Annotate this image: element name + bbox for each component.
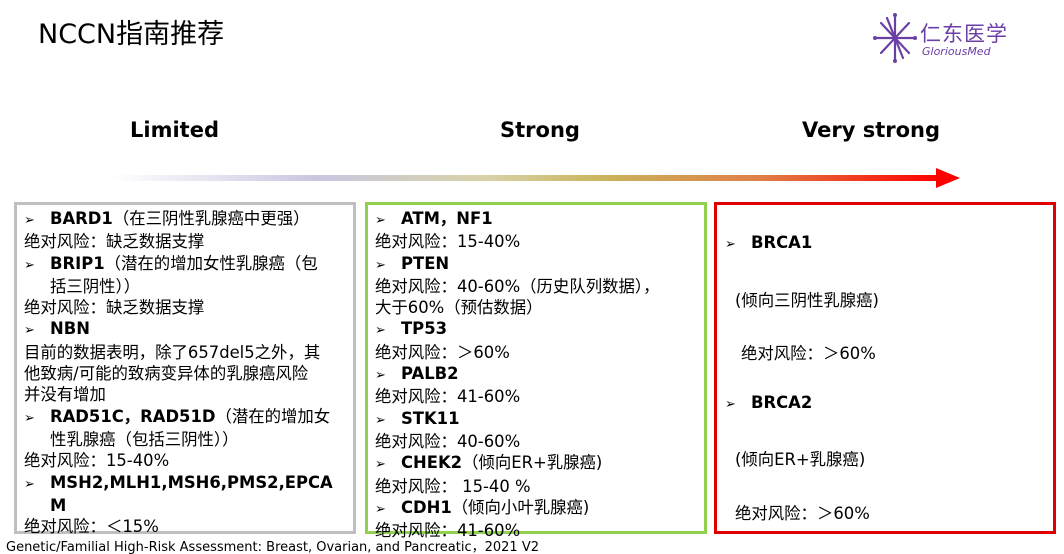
gene-nbn: NBN: [50, 319, 90, 339]
rad51-risk: 绝对风险：15-40%: [24, 451, 170, 471]
gene-tp53: TP53: [401, 319, 448, 339]
rad51-note-cont: 性乳腺癌（包括三阴性））: [50, 429, 239, 449]
brca2-note: (倾向ER+乳腺癌): [735, 450, 866, 469]
logo-english-text: GloriousMed: [922, 45, 991, 58]
bullet-icon: ➢: [375, 323, 386, 339]
limited-genes-box: ➢BARD1（在三阴性乳腺癌中更强） 绝对风险：缺乏数据支撑 ➢BRIP1（潜在…: [14, 202, 356, 537]
bullet-icon: ➢: [375, 368, 386, 384]
gene-cdh1: CDH1: [401, 497, 452, 517]
gene-brca2: BRCA2: [751, 393, 813, 412]
palb2-risk: 绝对风险：41-60%: [375, 387, 521, 407]
chek2-risk: 绝对风险： 15-40 %: [375, 476, 531, 496]
msh-risk: 绝对风险：＜15%: [24, 517, 159, 537]
brand-logo: 仁东医学 GloriousMed: [872, 12, 1022, 66]
atm-risk: 绝对风险：15-40%: [375, 232, 521, 252]
stk11-risk: 绝对风险：40-60%: [375, 431, 521, 451]
bullet-icon: ➢: [24, 323, 35, 339]
gene-atm: ATM，NF1: [401, 209, 493, 228]
rad51-note: （潜在的增加女: [215, 406, 331, 426]
nbn-text-3: 并没有增加: [24, 385, 106, 405]
brip1-note-cont: 括三阴性））: [50, 276, 141, 296]
slide-title: NCCN指南推荐: [38, 19, 225, 50]
bullet-icon: ➢: [24, 410, 35, 426]
brip1-note: （潜在的增加女性乳腺癌（包: [104, 253, 318, 273]
brca1-note: (倾向三阴性乳腺癌): [735, 291, 879, 310]
bullet-icon: ➢: [24, 476, 35, 492]
bullet-icon: ➢: [375, 501, 386, 517]
gene-msh: MSH2,MLH1,MSH6,PMS2,EPCA: [50, 472, 333, 492]
bullet-icon: ➢: [375, 257, 386, 273]
bullet-icon: ➢: [375, 412, 386, 428]
source-footnote: Genetic/Familial High-Risk Assessment: B…: [6, 540, 539, 554]
tp53-risk: 绝对风险：＞60%: [375, 342, 510, 362]
gene-palb2: PALB2: [401, 364, 459, 384]
bullet-icon: ➢: [725, 237, 736, 252]
nbn-text-1: 目前的数据表明，除了657del5之外，其: [24, 342, 321, 362]
level-limited-label: Limited: [130, 118, 219, 142]
gene-pten: PTEN: [401, 253, 450, 273]
bullet-icon: ➢: [375, 457, 386, 473]
bullet-icon: ➢: [24, 257, 35, 273]
bullet-icon: ➢: [24, 213, 35, 228]
bard1-note: （在三阴性乳腺癌中更强）: [112, 209, 310, 228]
pten-risk-1: 绝对风险：40-60%（历史队列数据），: [375, 276, 660, 296]
chek2-note: （倾向ER+乳腺癌): [462, 453, 603, 473]
gene-brca1: BRCA1: [751, 233, 813, 252]
gene-msh-cont: M: [50, 495, 67, 515]
bullet-icon: ➢: [375, 213, 386, 228]
gradient-arrow: [110, 168, 960, 188]
gene-rad51: RAD51C，RAD51D: [50, 406, 216, 426]
brca1-risk: 绝对风险：＞60%: [741, 344, 876, 363]
brip1-risk: 绝对风险：缺乏数据支撑: [24, 298, 205, 318]
cdh1-note: （倾向小叶乳腺癌): [451, 497, 590, 517]
bard1-risk: 绝对风险：缺乏数据支撑: [24, 232, 205, 252]
gene-bard1: BARD1: [50, 209, 113, 228]
gene-brip1: BRIP1: [50, 253, 105, 273]
logo-chinese-text: 仁东医学: [920, 22, 1008, 46]
starburst-icon: [873, 13, 917, 63]
brca2-risk: 绝对风险：＞60%: [735, 504, 870, 523]
level-very-strong-label: Very strong: [802, 118, 941, 142]
very-strong-genes-box: ➢ BRCA1 (倾向三阴性乳腺癌) 绝对风险：＞60% ➢ BRCA2 (倾向ER…: [714, 202, 1056, 534]
gene-chek2: CHEK2: [401, 453, 463, 473]
pten-risk-2: 大于60%（预估数据）: [375, 298, 543, 318]
strong-genes-box: ➢ ATM，NF1 绝对风险：15-40% ➢ PTEN 绝对风险：40-60%（历…: [365, 202, 707, 540]
gene-stk11: STK11: [401, 408, 460, 428]
level-strong-label: Strong: [500, 118, 580, 142]
nbn-text-2: 他致病/可能的致病变异体的乳腺癌风险: [24, 364, 309, 384]
bullet-icon: ➢: [725, 397, 736, 412]
cdh1-risk: 绝对风险：41-60%: [375, 521, 521, 541]
